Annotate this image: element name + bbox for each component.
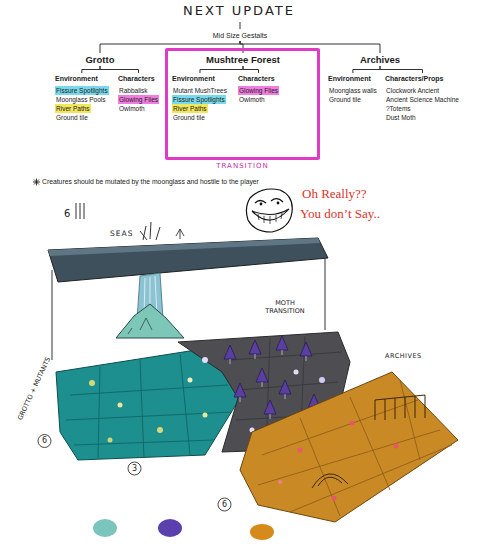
- tree-connector: [353, 66, 380, 73]
- transition-box: TRANSITIONMushtree ForestEnvironmentMuta…: [165, 48, 320, 160]
- node-label: Mushtree Forest: [206, 54, 280, 65]
- list-item: River Paths: [172, 104, 208, 113]
- callout-number: 6: [64, 208, 70, 219]
- list-item: Glowing Flies: [238, 86, 279, 95]
- tree-connector: [100, 66, 139, 73]
- node-label: Archives: [360, 54, 400, 65]
- node-label: Mid Size Gestalts: [213, 31, 267, 40]
- item-list: EnvironmentMutant MushTreesFissure Spotl…: [172, 74, 228, 122]
- column-heading: Environment: [328, 74, 378, 83]
- column-heading: Environment: [55, 74, 109, 83]
- list-item: Mutant MushTrees: [172, 86, 228, 95]
- tree-connector: [243, 66, 259, 73]
- list-item: Moonglass Pools: [55, 95, 107, 104]
- list-item: Ground tile: [55, 113, 89, 122]
- branch-heading: Archives: [360, 54, 400, 65]
- title-stem: [240, 22, 241, 29]
- callout-text: You don’t Say..: [300, 206, 380, 222]
- item-list: CharactersGlowing FliesOwlmoth: [238, 74, 279, 104]
- list-item: Rabbalisk: [118, 86, 149, 95]
- branch-heading: Mushtree Forest: [206, 54, 280, 65]
- note-text: Creatures should be mutated by the moong…: [42, 178, 259, 185]
- list-item: Dust Moth: [385, 113, 417, 122]
- grotto-region: [56, 350, 240, 460]
- tree-connector: [200, 66, 243, 73]
- palette-swatches: [93, 519, 274, 540]
- callout-number: 3: [132, 464, 137, 473]
- box-caption: TRANSITION: [216, 162, 268, 170]
- item-list: CharactersRabbaliskGlowing FliesOwlmoth: [118, 74, 159, 113]
- node-label: Grotto: [85, 54, 114, 65]
- note-star: [33, 179, 40, 186]
- number-circles: [38, 435, 231, 512]
- list-item: Ground tile: [328, 95, 362, 104]
- sketch-label: MOTH TRANSITION: [262, 300, 308, 316]
- callout-number: 6: [42, 436, 47, 445]
- tree-connector: [240, 41, 380, 53]
- column-heading: Characters: [118, 74, 159, 83]
- tree-connector: [100, 41, 240, 53]
- troll-face: [246, 189, 292, 232]
- column-heading: Characters/Props: [385, 74, 460, 83]
- sketch-label: SEAS: [110, 229, 133, 238]
- tree-connector: [82, 66, 100, 73]
- sketch-label: ARCHIVES: [385, 352, 422, 360]
- column-heading: Environment: [172, 74, 228, 83]
- item-list: EnvironmentFissure SpotlightsMoonglass P…: [55, 74, 109, 122]
- list-item: Glowing Flies: [118, 95, 159, 104]
- list-item: Clockwork Ancient: [385, 86, 440, 95]
- sketch-label: GROTTO + MUTANTS: [16, 356, 52, 421]
- list-item: Fissure Spotlights: [55, 86, 109, 95]
- list-item: Ground tile: [172, 113, 206, 122]
- archives-region: [240, 372, 458, 522]
- list-item: Fissure Spotlights: [172, 95, 226, 104]
- list-item: Owlmoth: [238, 95, 266, 104]
- tree-connector: [380, 66, 423, 73]
- list-item: River Paths: [55, 104, 91, 113]
- list-item: Owlmoth: [118, 104, 146, 113]
- list-item: Moonglass walls: [328, 86, 378, 95]
- column-heading: Characters: [238, 74, 279, 83]
- branch-heading: Grotto: [85, 54, 114, 65]
- list-item: ?Totems: [385, 104, 412, 113]
- root-node: Mid Size Gestalts: [213, 31, 267, 40]
- item-list: Characters/PropsClockwork AncientAncient…: [385, 74, 460, 122]
- diagram-title: NEXT UPDATE: [0, 3, 478, 18]
- callout-text: Oh Really??: [302, 186, 367, 202]
- list-item: Ancient Science Machine: [385, 95, 460, 104]
- callout-number: 6: [222, 500, 227, 509]
- item-list: EnvironmentMoonglass wallsGround tile: [328, 74, 378, 104]
